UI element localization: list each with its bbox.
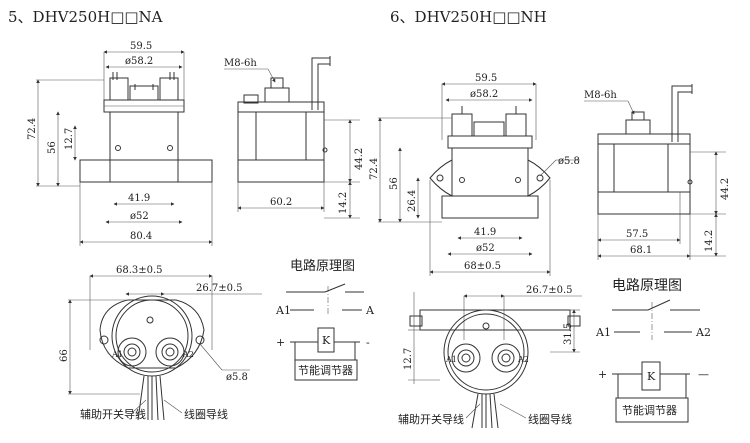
- right-front-step-height: 26.4: [407, 190, 418, 212]
- right-front-view: 59.5 ø58.2 ø5.8 72.4 56 26.4: [369, 73, 580, 276]
- right-bottom-view: 26.7±0.5 A1 A2 31.5 12.7 辅助开关导线 线圈导线: [398, 285, 582, 429]
- title-right: 6、DHV250H□□NH: [390, 8, 547, 26]
- right-front-lower-width: 41.9: [474, 227, 496, 238]
- right-side-view: M8-6h 44.2 14.2 57.5 68.1: [584, 84, 731, 260]
- right-circuit-a2: A2: [695, 326, 711, 339]
- right-circuit-k: K: [647, 370, 656, 383]
- right-front-dia: ø52: [476, 243, 495, 254]
- right-bottom-a1: A1: [445, 355, 457, 364]
- right-side-base: 14.2: [704, 230, 715, 252]
- left-side-view: M8-6h 44.2 14.2 60.2: [224, 56, 365, 219]
- left-bottom-height: 66: [59, 349, 70, 362]
- right-bottom-terminal-span: 26.7±0.5: [526, 285, 573, 296]
- right-side-height: 44.2: [720, 178, 731, 200]
- right-bottom-step: 12.7: [403, 348, 414, 370]
- right-circuit-regulator: 节能调节器: [622, 403, 677, 417]
- right-circuit-plus: +: [598, 368, 607, 381]
- right-circuit-diagram: 电路原理图 A1 A2 K + — 节能调节器: [595, 278, 711, 423]
- left-front-body-height: 56: [47, 141, 58, 154]
- right-bottom-aux-wire: 辅助开关导线: [398, 412, 464, 426]
- left-front-top-width: 59.5: [130, 41, 152, 52]
- left-circuit-regulator: 节能调节器: [298, 363, 353, 377]
- left-circuit-a: A: [365, 304, 375, 317]
- left-side-height: 44.2: [354, 148, 365, 170]
- left-front-total-height: 72.4: [27, 118, 38, 140]
- left-bottom-coil-wire: 线圈导线: [184, 407, 228, 421]
- left-front-inner-width: ø58.2: [125, 56, 153, 67]
- right-side-width1: 57.5: [626, 229, 648, 240]
- right-bottom-a2: A2: [517, 355, 529, 364]
- right-circuit-minus: —: [698, 368, 709, 381]
- left-bottom-view: 68.3±0.5 26.7±0.5 A1 A2 66 ø5.8: [59, 265, 262, 421]
- right-front-total-height: 72.4: [369, 158, 380, 180]
- right-front-top-width: 59.5: [475, 73, 497, 84]
- right-front-body-height: 56: [389, 177, 400, 190]
- right-side-width2: 68.1: [630, 245, 652, 256]
- title-left: 5、DHV250H□□NA: [8, 8, 163, 26]
- left-circuit-plus: +: [276, 336, 285, 349]
- left-bottom-aux-wire: 辅助开关导线: [80, 407, 146, 421]
- left-bottom-hole: ø5.8: [226, 372, 248, 383]
- right-circuit-a1: A1: [595, 326, 611, 339]
- left-circuit-title: 电路原理图: [290, 258, 355, 274]
- left-bottom-outer-span: 68.3±0.5: [116, 265, 163, 276]
- left-circuit-minus: -: [366, 336, 370, 349]
- left-bottom-terminal-span: 26.7±0.5: [196, 283, 243, 294]
- left-front-dia: ø52: [130, 211, 149, 222]
- right-bottom-coil-wire: 线圈导线: [528, 412, 572, 426]
- left-circuit-a1: A1: [275, 304, 291, 317]
- left-bottom-a2: A2: [182, 350, 194, 359]
- left-circuit-k: K: [322, 334, 331, 347]
- left-front-view: 59.5 ø58.2 72.4 56 12.7 41.9: [27, 41, 213, 246]
- left-front-base-width: 80.4: [130, 231, 152, 242]
- left-bottom-a1: A1: [111, 350, 123, 359]
- right-front-hole: ø5.8: [558, 156, 580, 167]
- left-side-thread: M8-6h: [224, 58, 257, 69]
- right-bottom-height: 31.5: [563, 323, 574, 345]
- left-front-lower-width: 41.9: [128, 193, 150, 204]
- left-front-step-height: 12.7: [64, 128, 75, 150]
- right-front-base-width: 68±0.5: [464, 261, 501, 272]
- left-side-width: 60.2: [270, 197, 292, 208]
- right-front-inner-width: ø58.2: [470, 89, 498, 100]
- left-circuit-diagram: 电路原理图 A1 A K + - 节能调节器: [275, 258, 375, 381]
- right-circuit-title: 电路原理图: [612, 278, 682, 294]
- right-side-thread: M8-6h: [584, 90, 617, 101]
- left-side-base: 14.2: [338, 192, 349, 214]
